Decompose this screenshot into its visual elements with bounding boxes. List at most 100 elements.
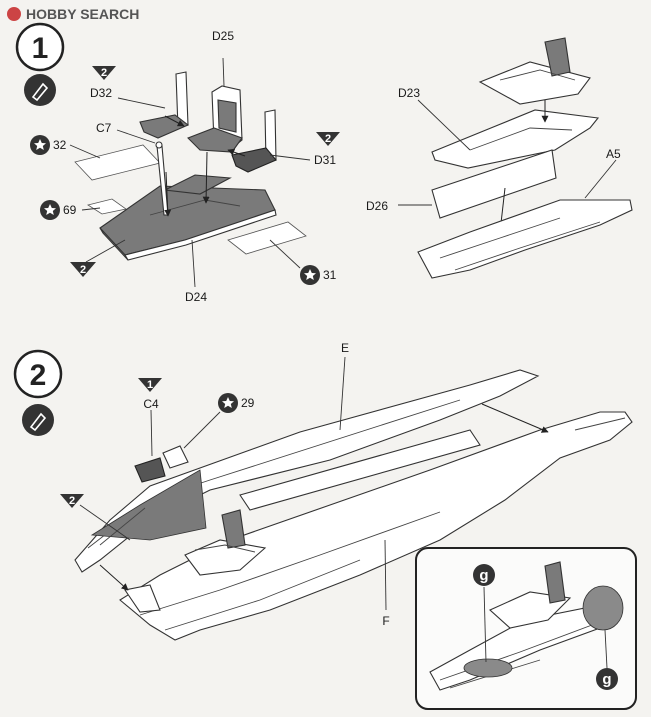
leader-e bbox=[339, 356, 346, 431]
leader-tri-floor bbox=[85, 239, 126, 263]
decal-g-1-label: g bbox=[479, 567, 488, 584]
label-d25: D25 bbox=[212, 29, 234, 43]
decal-g-2-label: g bbox=[602, 671, 611, 688]
tri-d32-icon bbox=[92, 66, 116, 80]
leader-d25 bbox=[222, 57, 225, 87]
label-c4: C4 bbox=[143, 397, 159, 411]
decal-g-2-icon bbox=[596, 668, 618, 690]
step-1-number: 1 bbox=[32, 32, 49, 65]
part-c4-cover bbox=[162, 445, 189, 469]
watermark: HOBBY SEARCH bbox=[7, 6, 139, 22]
leader-tri-e bbox=[79, 504, 131, 541]
part-f-exhaust bbox=[124, 584, 161, 613]
label-d32: D32 bbox=[90, 86, 112, 100]
label-d26: D26 bbox=[366, 199, 388, 213]
label-c7: C7 bbox=[96, 121, 112, 135]
decal-strip-32 bbox=[74, 144, 161, 181]
part-a5-detail-2 bbox=[454, 221, 601, 271]
star-29-glyph bbox=[222, 397, 234, 408]
step-2-circle bbox=[13, 349, 63, 399]
part-f-detail-2 bbox=[164, 559, 361, 631]
leader-c7 bbox=[116, 129, 156, 144]
arrow-d31 bbox=[227, 148, 246, 157]
star-32-glyph bbox=[34, 139, 46, 150]
leader-c4 bbox=[150, 409, 153, 457]
star-31-glyph bbox=[304, 269, 316, 280]
star-31-number: 31 bbox=[323, 268, 337, 282]
part-f-fuselage-half bbox=[119, 411, 633, 641]
decal-strip-31 bbox=[227, 221, 307, 255]
arrow-c7 bbox=[164, 171, 172, 217]
fuselage-half-assembly: D23 A5 D26 bbox=[366, 37, 633, 279]
part-e-fuselage-half bbox=[74, 369, 540, 573]
glue-tube-icon-2 bbox=[29, 412, 47, 432]
decal-patch-69 bbox=[87, 198, 127, 215]
part-d23-panel bbox=[431, 109, 600, 169]
leader-g-2 bbox=[604, 629, 608, 669]
step-2-number: 2 bbox=[30, 359, 47, 392]
tri-d31-icon bbox=[316, 132, 340, 146]
part-tub-top bbox=[478, 61, 591, 105]
star-69-number: 69 bbox=[63, 203, 77, 217]
star-29-number: 29 bbox=[241, 396, 255, 410]
part-tub-seat bbox=[544, 37, 571, 77]
part-d24-edge-front bbox=[124, 209, 277, 261]
part-f-detail-1 bbox=[139, 511, 441, 616]
part-c4 bbox=[134, 457, 166, 483]
star-32-number: 32 bbox=[53, 138, 67, 152]
step-1-circle bbox=[15, 22, 65, 72]
part-tub-detail bbox=[499, 69, 576, 81]
decal-g-1-area bbox=[463, 658, 513, 678]
leader-star-32 bbox=[69, 144, 101, 159]
part-f-seat bbox=[221, 509, 246, 549]
arrow-e-f bbox=[99, 564, 129, 591]
inset-detail: g g bbox=[415, 547, 637, 710]
part-a5-detail-1 bbox=[439, 217, 561, 259]
part-d26 bbox=[431, 149, 557, 219]
watermark-text: HOBBY SEARCH bbox=[26, 6, 139, 22]
tri-floor-icon bbox=[70, 262, 96, 277]
tri-d32-number: 2 bbox=[101, 67, 107, 79]
part-e-wall-line bbox=[99, 507, 146, 546]
label-d31: D31 bbox=[314, 153, 336, 167]
part-f-nose-line bbox=[574, 417, 626, 431]
watermark-logo-icon bbox=[7, 7, 21, 21]
label-d23: D23 bbox=[398, 86, 420, 100]
glue-tube-icon bbox=[31, 82, 49, 102]
part-d25-cushion bbox=[217, 99, 237, 133]
part-d23-detail bbox=[469, 127, 573, 151]
leader-star-69 bbox=[81, 207, 101, 211]
leader-d31 bbox=[269, 154, 311, 161]
part-e-spine bbox=[239, 429, 481, 511]
part-d31-console bbox=[231, 147, 277, 173]
part-f-cockpit-detail bbox=[194, 544, 256, 553]
tri-e-icon bbox=[60, 494, 84, 508]
inset-seat bbox=[544, 561, 566, 604]
part-d24-seat-rail bbox=[163, 174, 232, 195]
decal-g-1-icon bbox=[473, 564, 495, 586]
tri-floor-number: 2 bbox=[80, 264, 86, 276]
label-f: F bbox=[382, 614, 389, 628]
leader-g-1 bbox=[483, 586, 487, 663]
glue-icon-2 bbox=[22, 404, 54, 436]
step-1: 1 bbox=[15, 22, 65, 106]
tri-d31-number: 2 bbox=[325, 133, 331, 145]
glue-icon bbox=[24, 74, 56, 106]
arrow-d25 bbox=[202, 151, 210, 204]
leader-a5 bbox=[584, 159, 617, 199]
step-2: 2 bbox=[13, 349, 63, 436]
leader-d23 bbox=[417, 99, 471, 151]
arrow-d32 bbox=[164, 115, 185, 127]
leader-star-29 bbox=[183, 411, 221, 449]
label-e: E bbox=[341, 341, 349, 355]
arrow-e-nose bbox=[481, 403, 549, 433]
part-c7-grip bbox=[155, 141, 163, 149]
cockpit-assembly: D25 2 D32 C7 2 D31 32 69 2 31 D24 bbox=[30, 29, 340, 304]
part-e-cockpit-wall bbox=[90, 469, 207, 541]
label-d24: D24 bbox=[185, 290, 207, 304]
part-d32-console bbox=[139, 114, 190, 139]
leader-f bbox=[384, 539, 387, 611]
star-69-glyph bbox=[44, 204, 56, 215]
fuselage-assembly: E 1 C4 29 2 F bbox=[60, 341, 633, 641]
